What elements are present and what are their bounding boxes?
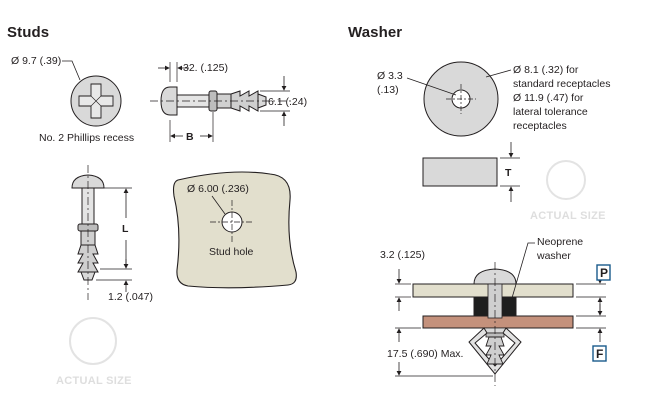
washer-inner-diameter-1: Ø 3.3: [377, 70, 403, 82]
dim-61-label: 6.1 (.24): [268, 96, 307, 108]
washer-outer-lat-1: Ø 11.9 (.47) for: [513, 92, 584, 104]
assembly-section-view: [412, 262, 574, 386]
washer-top-view: [423, 61, 499, 137]
label-p: P: [600, 266, 608, 280]
washer-side-view: [422, 157, 498, 187]
f-box: [592, 345, 607, 362]
washer-outer-std-2: standard receptacles: [513, 78, 610, 90]
dim-12-label: 1.2 (.047): [108, 291, 153, 303]
stud-side-view: [150, 86, 292, 116]
head-diameter-label: Ø 9.7 (.39): [11, 55, 61, 67]
washer-title: Washer: [348, 24, 403, 41]
washer-outer-lat-2: lateral tolerance: [513, 106, 588, 118]
washer-outer-std-1: Ø 8.1 (.32) for: [513, 64, 579, 76]
hole-diameter-label: Ø 6.00 (.236): [187, 183, 249, 195]
stud-hole-panel: [172, 171, 297, 289]
stud-vertical-view: [71, 165, 105, 300]
actual-size-label-washer: ACTUAL SIZE: [530, 210, 606, 222]
washer-inner-diameter-2: (.13): [377, 84, 399, 96]
neoprene-label-1: Neoprene: [537, 236, 583, 248]
dim-b-label: B: [186, 131, 194, 143]
dim-l-label: L: [122, 223, 129, 235]
actual-size-label-studs: ACTUAL SIZE: [56, 375, 132, 387]
label-f: F: [596, 347, 603, 361]
leader-line: [62, 60, 81, 81]
neoprene-label-2: washer: [536, 250, 571, 262]
actual-size-circle: [69, 317, 117, 365]
p-box: [596, 264, 611, 281]
assembly-dim-175: 17.5 (.690) Max.: [387, 348, 463, 360]
studs-title: Studs: [7, 24, 50, 41]
hole-label: Stud hole: [209, 246, 254, 258]
washer-outer-lat-3: receptacles: [513, 120, 567, 132]
assembly-dim-32: 3.2 (.125): [380, 249, 425, 261]
actual-size-circle: [546, 160, 586, 200]
recess-note: No. 2 Phillips recess: [39, 132, 134, 144]
dim-t-label: T: [505, 167, 512, 179]
dim-32-label: 32. (.125): [183, 62, 228, 74]
stud-head-top-view: [70, 75, 122, 127]
